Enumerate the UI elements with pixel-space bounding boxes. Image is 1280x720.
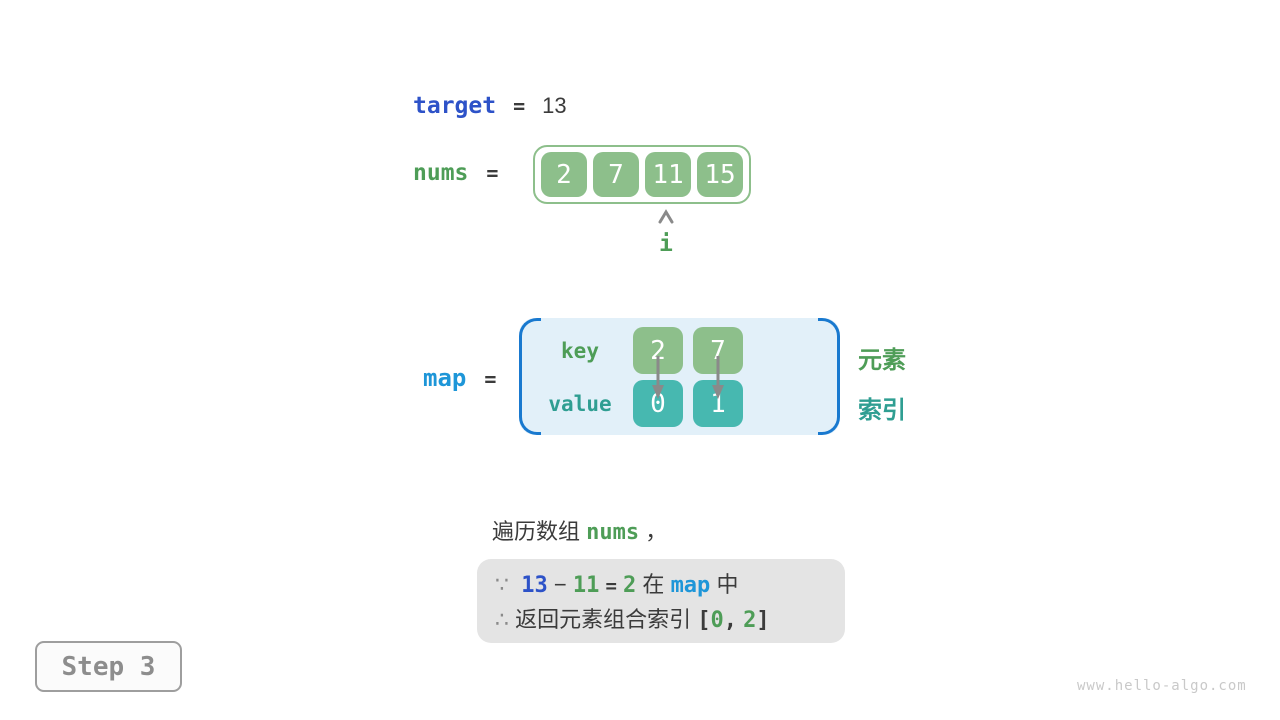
target-label: target (413, 93, 497, 119)
value-0: 0 (710, 608, 724, 633)
map-equals: = (484, 367, 497, 391)
conclusion-line-2: ∴ 返回元素组合索引 [0, 2] (495, 603, 827, 638)
map-label: map (423, 364, 467, 392)
map-container: key value 2 7 0 1 (519, 318, 840, 435)
text-zhong: 中 (716, 572, 739, 597)
bracket-open: [ (697, 608, 711, 633)
caption-code: nums (586, 520, 640, 545)
array-cell: 2 (541, 152, 587, 197)
value-11: 11 (572, 573, 600, 598)
map-value-cell: 1 (693, 380, 743, 427)
map-bracket-left (519, 318, 541, 435)
value-13: 13 (521, 573, 548, 598)
target-row: target = 13 (413, 93, 567, 119)
array-cell: 15 (697, 152, 743, 197)
equals-sign: = (605, 575, 617, 597)
map-code: map (670, 573, 711, 598)
nums-label-row: nums = (413, 160, 498, 186)
caption-suffix: ， (645, 519, 668, 544)
step-badge: Step 3 (35, 641, 182, 692)
because-symbol: ∵ (495, 572, 509, 597)
array-cell: 11 (645, 152, 691, 197)
bracket-close: ] (756, 608, 770, 633)
map-label-row: map = (423, 364, 496, 392)
map-value-cell: 0 (633, 380, 683, 427)
conclusion-box: ∵ 13 − 11 = 2 在 map 中 ∴ 返回元素组合索引 [0, 2] (477, 559, 845, 643)
nums-label: nums (413, 160, 469, 186)
target-value: 13 (542, 93, 567, 118)
value-2: 2 (623, 573, 637, 598)
text-zai: 在 (642, 572, 665, 597)
key-value-arrow-icon (712, 356, 724, 399)
map-value-row-label: value (548, 392, 612, 416)
comma: , (723, 608, 738, 633)
therefore-symbol: ∴ (495, 607, 509, 632)
array-cell: 7 (593, 152, 639, 197)
element-label: 元素 (858, 347, 906, 374)
result-text: 返回元素组合索引 (515, 607, 692, 632)
target-equals: = (513, 94, 526, 118)
map-bracket-right (818, 318, 840, 435)
index-label: 索引 (858, 397, 906, 424)
index-pointer-label: i (659, 231, 673, 257)
map-key-row-label: key (561, 339, 599, 363)
up-caret-icon (658, 209, 674, 224)
conclusion-line-1: ∵ 13 − 11 = 2 在 map 中 (495, 568, 827, 603)
step-badge-label: Step 3 (61, 651, 156, 682)
caption-prefix: 遍历数组 (492, 519, 581, 544)
minus-sign: − (553, 572, 567, 597)
nums-equals: = (486, 161, 499, 185)
caption: 遍历数组 nums ， (492, 514, 667, 546)
value-2b: 2 (743, 608, 757, 633)
watermark: www.hello-algo.com (1077, 678, 1247, 694)
nums-array: 2 7 11 15 (533, 145, 751, 204)
key-value-arrow-icon (652, 356, 664, 399)
